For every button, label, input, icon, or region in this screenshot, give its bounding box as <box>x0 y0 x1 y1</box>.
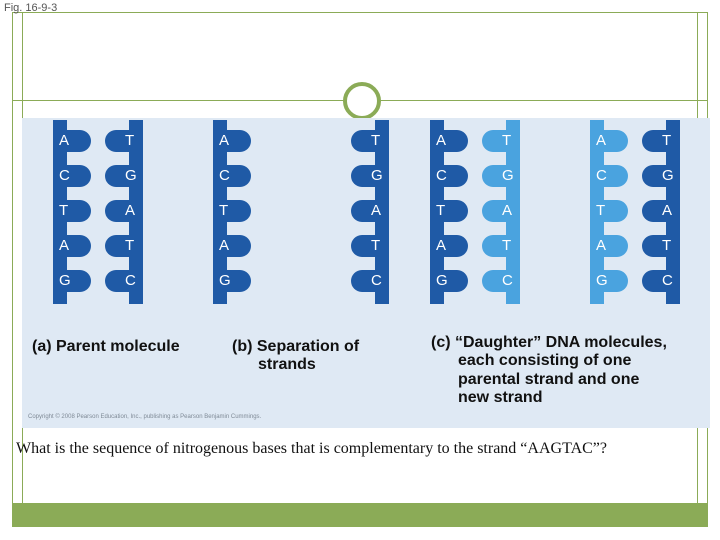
base-letter: G <box>436 272 448 289</box>
base-letter: T <box>371 237 381 254</box>
base-letter: A <box>219 132 230 149</box>
base-separated-left-2 <box>213 165 251 187</box>
base-letter: T <box>436 202 446 219</box>
base-letter: T <box>219 202 229 219</box>
base-letter: A <box>662 202 673 219</box>
base-letter: T <box>662 132 672 149</box>
copyright-note: Copyright © 2008 Pearson Education, Inc.… <box>28 414 262 420</box>
base-letter: T <box>502 132 512 149</box>
base-letter: C <box>596 167 607 184</box>
base-daughter2-left-2 <box>590 165 628 187</box>
base-daughter2-left-1 <box>590 130 628 152</box>
base-separated-right-3 <box>351 200 389 222</box>
base-daughter1-right-1 <box>482 130 520 152</box>
base-letter: A <box>125 202 136 219</box>
base-daughter1-left-1 <box>430 130 468 152</box>
base-separated-right-2 <box>351 165 389 187</box>
base-daughter2-right-3 <box>642 200 680 222</box>
base-daughter2-right-1 <box>642 130 680 152</box>
base-separated-left-3 <box>213 200 251 222</box>
base-letter: T <box>125 237 135 254</box>
footer-bar <box>12 503 708 527</box>
base-letter: G <box>371 167 383 184</box>
base-daughter1-right-3 <box>482 200 520 222</box>
base-letter: G <box>59 272 71 289</box>
base-letter: A <box>436 132 447 149</box>
base-letter: A <box>436 237 447 254</box>
base-letter: A <box>59 237 70 254</box>
base-daughter2-left-4 <box>590 235 628 257</box>
base-letter: C <box>219 167 230 184</box>
base-separated-right-1 <box>351 130 389 152</box>
base-letter: A <box>596 132 607 149</box>
base-letter: A <box>371 202 382 219</box>
base-letter: C <box>371 272 382 289</box>
base-letter: C <box>125 272 136 289</box>
base-letter: A <box>596 237 607 254</box>
dna-figure: A C T A G T G A T C A C T A G T G A T C A C T A G T G A T C A C T A G T G A T C… <box>22 118 710 428</box>
base-parent-left-1 <box>53 130 91 152</box>
base-letter: A <box>59 132 70 149</box>
base-daughter2-left-3 <box>590 200 628 222</box>
base-letter: A <box>502 202 513 219</box>
base-separated-left-1 <box>213 130 251 152</box>
base-daughter1-left-4 <box>430 235 468 257</box>
base-letter: C <box>662 272 673 289</box>
base-parent-left-5 <box>53 270 91 292</box>
base-daughter1-right-5 <box>482 270 520 292</box>
base-daughter1-right-4 <box>482 235 520 257</box>
base-daughter2-right-4 <box>642 235 680 257</box>
base-letter: G <box>596 272 608 289</box>
base-parent-left-4 <box>53 235 91 257</box>
base-letter: T <box>371 132 381 149</box>
base-separated-left-4 <box>213 235 251 257</box>
caption-daughter-molecules: (c) “Daughter” DNA molecules, each consi… <box>431 334 667 407</box>
base-daughter1-left-3 <box>430 200 468 222</box>
base-daughter1-left-5 <box>430 270 468 292</box>
figure-label: Fig. 16-9-3 <box>4 2 58 14</box>
base-daughter1-right-2 <box>482 165 520 187</box>
base-daughter2-right-5 <box>642 270 680 292</box>
base-separated-right-5 <box>351 270 389 292</box>
base-letter: C <box>502 272 513 289</box>
base-letter: T <box>596 202 606 219</box>
base-parent-right-3 <box>105 200 143 222</box>
base-letter: T <box>59 202 69 219</box>
title-circle <box>343 82 381 120</box>
caption-separation: (b) Separation of strands <box>232 338 360 374</box>
base-parent-right-1 <box>105 130 143 152</box>
base-letter: G <box>662 167 674 184</box>
base-parent-left-3 <box>53 200 91 222</box>
base-letter: C <box>59 167 70 184</box>
base-letter: T <box>502 237 512 254</box>
base-letter: G <box>125 167 137 184</box>
base-separated-left-5 <box>213 270 251 292</box>
base-letter: C <box>436 167 447 184</box>
base-daughter2-right-2 <box>642 165 680 187</box>
base-parent-right-2 <box>105 165 143 187</box>
caption-parent-molecule: (a) Parent molecule <box>32 338 180 355</box>
base-letter: G <box>219 272 231 289</box>
base-parent-left-2 <box>53 165 91 187</box>
base-daughter1-left-2 <box>430 165 468 187</box>
base-parent-right-5 <box>105 270 143 292</box>
base-parent-right-4 <box>105 235 143 257</box>
base-letter: A <box>219 237 230 254</box>
base-separated-right-4 <box>351 235 389 257</box>
base-daughter2-left-5 <box>590 270 628 292</box>
base-letter: G <box>502 167 514 184</box>
base-letter: T <box>662 237 672 254</box>
base-letter: T <box>125 132 135 149</box>
question-text: What is the sequence of nitrogenous base… <box>16 440 607 457</box>
